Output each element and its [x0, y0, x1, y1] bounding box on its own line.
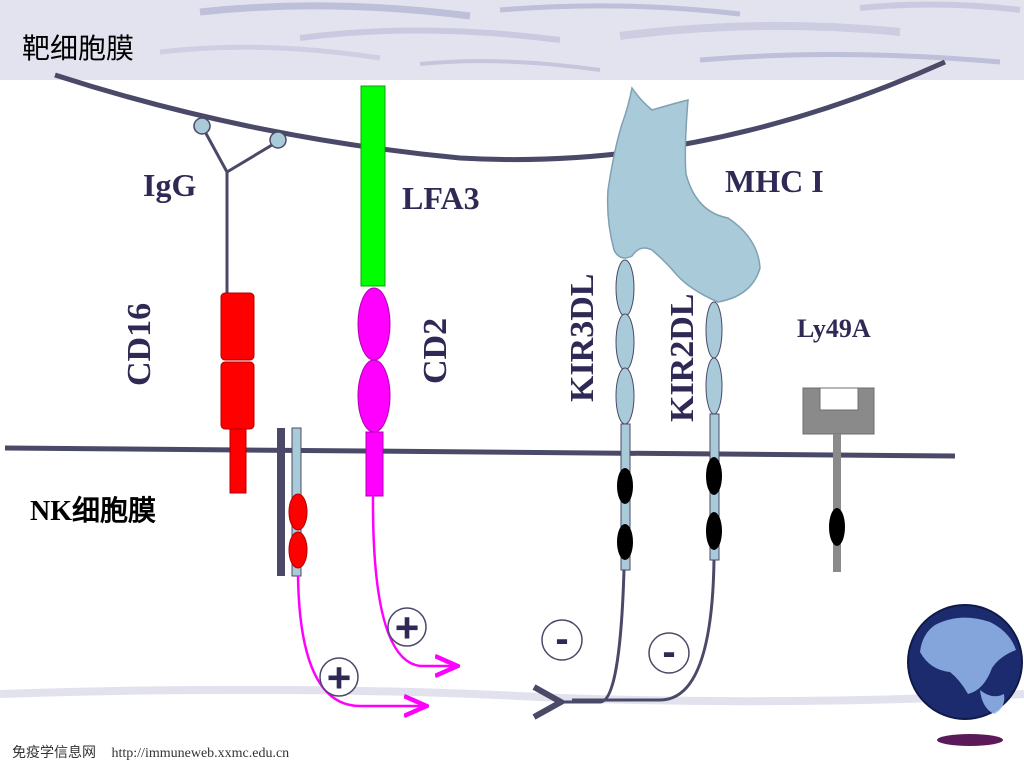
mhc1-label: MHC I: [725, 163, 824, 199]
cd2-label: CD2: [417, 318, 454, 384]
activation-signal-cd16: [319, 657, 359, 697]
nk-membrane-label: NK细胞膜: [30, 494, 156, 527]
footer-url[interactable]: http://immuneweb.xxmc.edu.cn: [111, 746, 290, 761]
cd2-receptor: [357, 287, 391, 497]
footer-source-name: 免疫学信息网: [12, 746, 96, 761]
minus-sign-1: -: [555, 617, 568, 661]
plus-sign-2: +: [327, 654, 352, 701]
cd16-signaling-chain: [277, 427, 308, 577]
igg-antibody: [193, 117, 287, 295]
kir3dl-label: KIR3DL: [564, 274, 601, 402]
cd2-activation-arrow: [371, 495, 455, 666]
kir2dl-inhibition-arrow: [572, 559, 716, 702]
activation-signal-cd2: [387, 607, 427, 647]
plus-sign-1: +: [395, 604, 420, 651]
ly49a-label: Ly49A: [797, 314, 871, 343]
globe-icon: [907, 604, 1023, 746]
lfa3-molecule: [360, 85, 386, 287]
igg-label: IgG: [143, 167, 196, 203]
lfa3-label: LFA3: [402, 180, 480, 216]
mhc-class-i-molecule: [606, 86, 761, 303]
target-cell-membrane: [54, 59, 947, 163]
cd16-receptor: [220, 292, 255, 494]
cd16-activation-arrow: [296, 575, 424, 706]
minus-sign-2: -: [662, 630, 675, 674]
bottom-band: [0, 685, 1024, 706]
kir2dl-label: KIR2DL: [664, 294, 701, 422]
footer: 免疫学信息网 http://immuneweb.xxmc.edu.cn: [12, 742, 301, 762]
header-band: [0, 0, 1024, 80]
kir2dl-receptor: [705, 301, 723, 561]
nk-cell-membrane: [4, 445, 956, 459]
cd16-label: CD16: [121, 303, 158, 386]
target-membrane-label: 靶细胞膜: [22, 32, 134, 65]
kir3dl-receptor: [615, 259, 635, 571]
ly49a-receptor: [802, 387, 875, 572]
inhibition-signal-kir3dl: [541, 619, 583, 661]
inhibition-signal-kir2dl: [648, 632, 690, 674]
